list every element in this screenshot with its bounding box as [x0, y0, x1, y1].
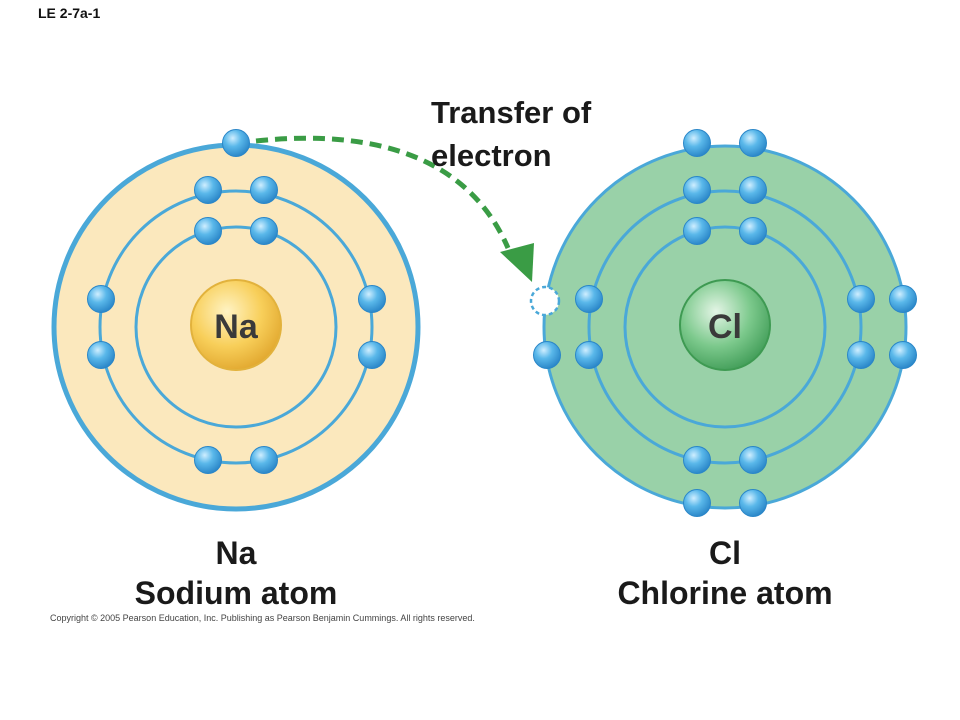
valence-electron: [533, 341, 561, 369]
electron: [194, 217, 222, 245]
electron: [194, 446, 222, 474]
arrow-head: [500, 243, 534, 282]
chlorine-atom: Cl: [529, 129, 917, 517]
electron: [575, 341, 603, 369]
electron-vacancy: [529, 285, 561, 317]
sodium-nucleus: Na: [190, 279, 282, 371]
electron: [194, 176, 222, 204]
electron: [575, 285, 603, 313]
sodium-name: Sodium atom: [134, 575, 338, 611]
electron: [250, 176, 278, 204]
electron: [739, 217, 767, 245]
electron: [683, 217, 711, 245]
chlorine-shell-1: [623, 225, 827, 429]
sodium-nucleus-label: Na: [214, 308, 259, 346]
transfer-label-line-2: electron: [431, 138, 552, 173]
electron: [847, 341, 875, 369]
copyright-notice: Copyright © 2005 Pearson Education, Inc.…: [50, 613, 475, 623]
chlorine-name: Chlorine atom: [617, 575, 833, 611]
electron: [358, 341, 386, 369]
sodium-shell-1: [134, 225, 338, 429]
electron: [358, 285, 386, 313]
valence-electron: [683, 129, 711, 157]
chlorine-nucleus: Cl: [679, 279, 771, 371]
valence-electron: [683, 489, 711, 517]
sodium-electrons: [87, 129, 386, 474]
electron: [87, 341, 115, 369]
chlorine-caption: Cl Chlorine atom: [560, 533, 890, 613]
chlorine-symbol: Cl: [709, 535, 741, 571]
chlorine-nucleus-label: Cl: [708, 308, 742, 346]
sodium-atom: Na: [51, 129, 421, 512]
valence-electron: [739, 489, 767, 517]
electron: [683, 176, 711, 204]
figure-label: LE 2-7a-1: [38, 5, 101, 21]
electron: [683, 446, 711, 474]
electron: [847, 285, 875, 313]
valence-electron: [889, 285, 917, 313]
transfer-label-line-1: Transfer of: [431, 95, 592, 130]
electron: [250, 217, 278, 245]
valence-electron: [222, 129, 250, 157]
electron: [739, 176, 767, 204]
sodium-symbol: Na: [215, 535, 257, 571]
valence-electron: [889, 341, 917, 369]
chlorine-electrons: [533, 129, 917, 517]
sodium-shell-2: [98, 189, 374, 465]
valence-electron: [739, 129, 767, 157]
electron: [739, 446, 767, 474]
sodium-caption: Na Sodium atom: [71, 533, 401, 613]
electron: [87, 285, 115, 313]
chlorine-shell-2: [587, 189, 863, 465]
transfer-arrow: [255, 135, 534, 282]
electron: [250, 446, 278, 474]
